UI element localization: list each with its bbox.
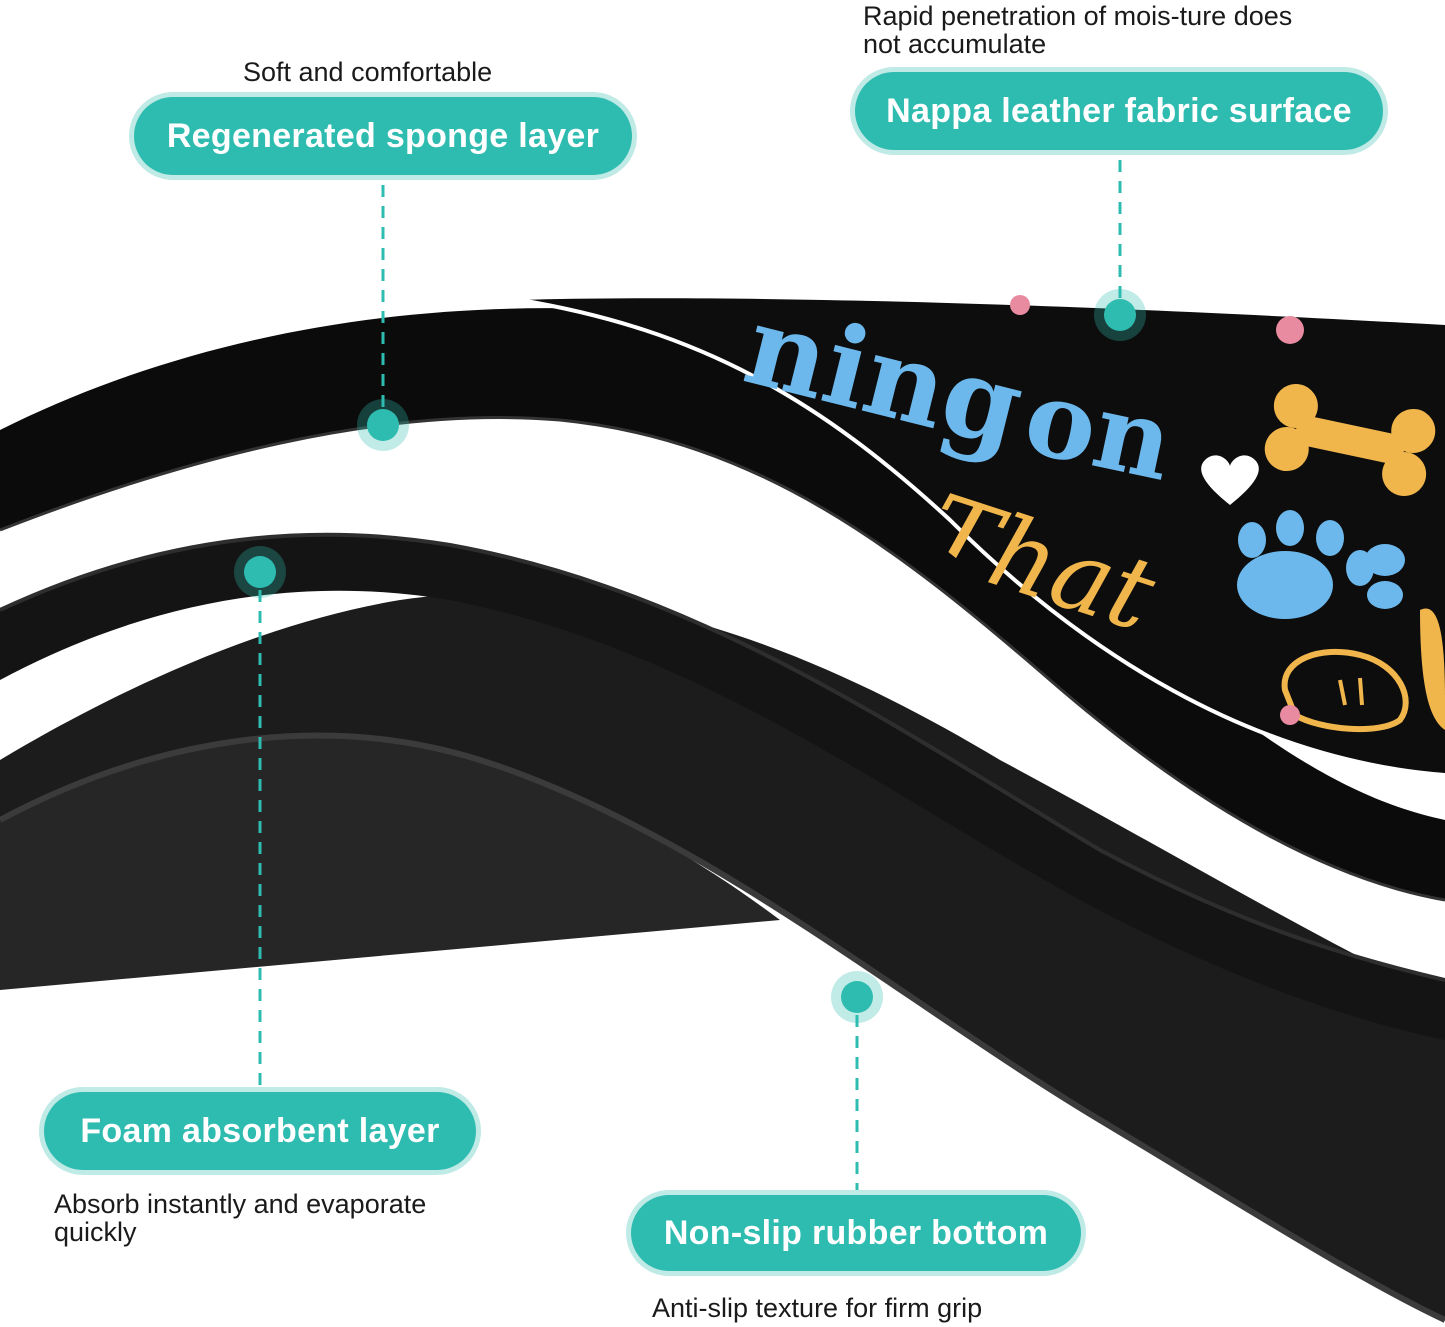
nappa-label: Nappa leather fabric surface [855,72,1383,150]
foam-label: Foam absorbent layer [44,1092,476,1170]
heart-icon [1201,455,1259,505]
regenerated-sponge-layer [0,308,1445,901]
foam-marker-dot [234,546,286,598]
dog-paw-icon [1281,608,1445,732]
foam-note: Absorb instantly and evaporate quickly [54,1190,426,1246]
nappa-marker-dot [1094,289,1146,341]
rubber-note: Anti-slip texture for firm grip [652,1293,983,1323]
rubber-bottom-layer [0,593,1445,1320]
nappa-note-line1: Rapid penetration of mois-ture does [863,1,1293,31]
rubber-marker-dot [831,971,883,1023]
nappa-note: Rapid penetration of mois-ture does not … [863,2,1292,58]
print-word-on: on [1015,353,1184,505]
rubber-label: Non-slip rubber bottom [631,1195,1081,1271]
bone-icon [1264,384,1436,496]
sponge-marker-dot [357,399,409,451]
nappa-note-line2: not accumulate [863,29,1047,59]
paw-icon [1237,510,1405,619]
rubber-texture [0,735,780,990]
sponge-label: Regenerated sponge layer [134,97,632,175]
foam-note-line2: quickly [54,1217,137,1247]
foam-note-line1: Absorb instantly and evaporate [54,1189,427,1219]
nappa-leather-surface: ning on That [519,295,1445,777]
sponge-note: Soft and comfortable [243,57,493,87]
